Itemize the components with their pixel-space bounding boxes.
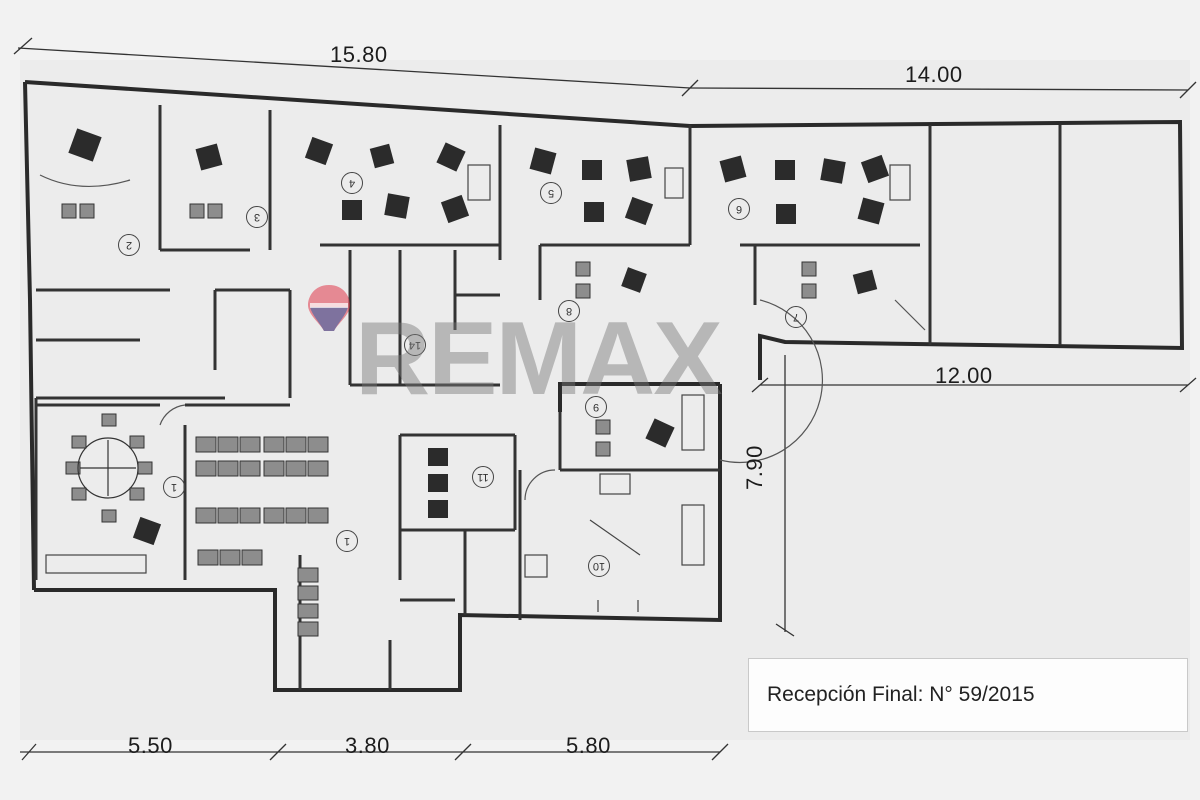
watermark-text: REMAX — [355, 301, 723, 417]
desk-clusters — [68, 128, 890, 546]
meeting-table — [77, 437, 139, 499]
interior-walls — [34, 105, 1062, 690]
balloon-logo-icon — [308, 285, 350, 331]
dimension-lines — [13, 37, 1197, 761]
room-number: 6 — [728, 198, 750, 220]
room-number: 3 — [246, 206, 268, 228]
dimension-bottom-1: 5.50 — [128, 733, 173, 758]
dimension-bottom-2: 3.80 — [345, 733, 390, 758]
seating — [61, 203, 817, 637]
room-number: 4 — [341, 172, 363, 194]
room-number: 11 — [472, 466, 494, 488]
room-number: 1 — [336, 530, 358, 552]
fixtures — [45, 164, 911, 612]
dimension-right-vertical: 7.90 — [742, 445, 767, 490]
dimension-bottom-3: 5.80 — [566, 733, 611, 758]
reception-note: Recepción Final: N° 59/2015 — [748, 658, 1188, 732]
dimension-top-right: 14.00 — [905, 62, 963, 87]
room-number: 5 — [540, 182, 562, 204]
room-number: 7 — [785, 306, 807, 328]
room-number: 1 — [163, 476, 185, 498]
reception-note-text: Recepción Final: N° 59/2015 — [767, 683, 1035, 706]
doors — [39, 174, 926, 501]
dimension-top-left: 15.80 — [330, 42, 388, 67]
room-number: 10 — [588, 555, 610, 577]
dimension-right-mid: 12.00 — [935, 363, 993, 388]
room-number: 2 — [118, 234, 140, 256]
